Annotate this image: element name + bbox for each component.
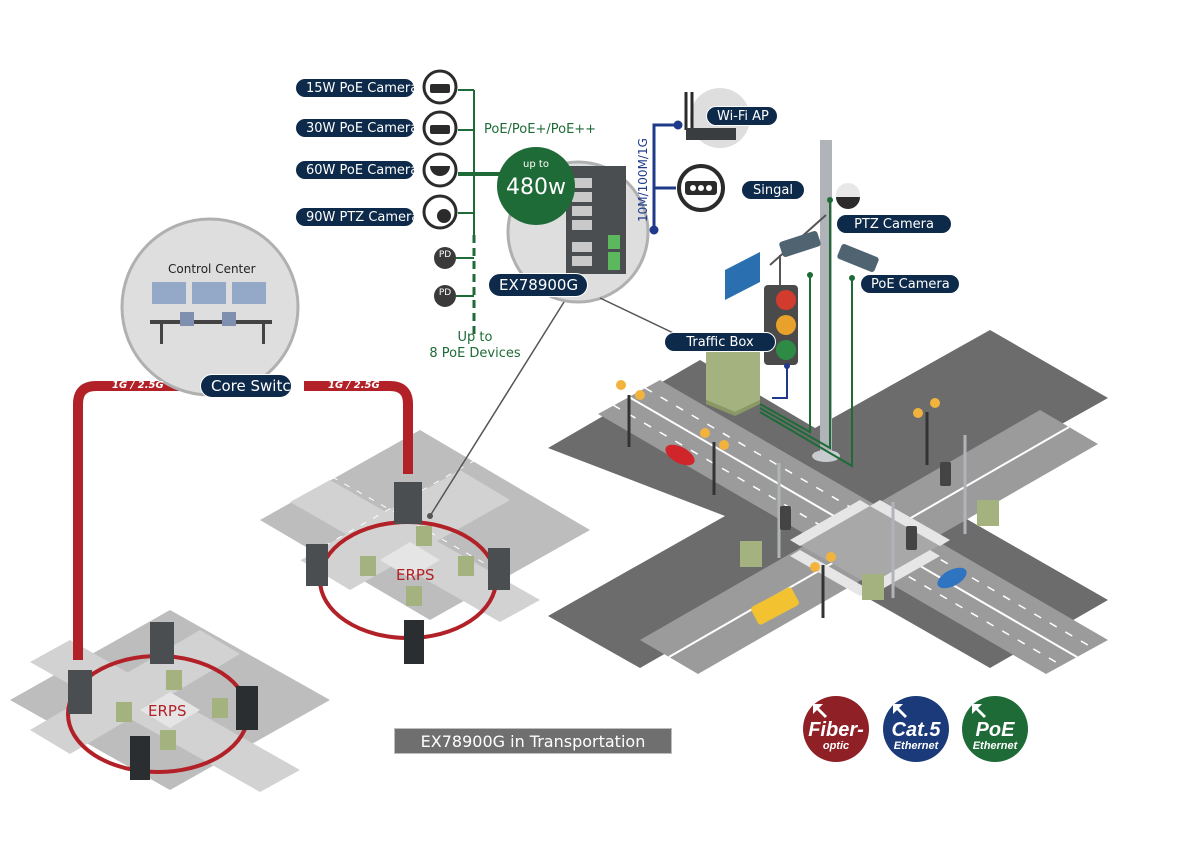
street-lamps	[616, 380, 940, 618]
device-label-60w-camera: 60W PoE Camera	[295, 160, 418, 180]
pd-node-icon	[434, 285, 456, 307]
legend-line2: optic	[822, 740, 850, 752]
main-intersection	[548, 330, 1108, 674]
pd-label: PD	[438, 288, 452, 298]
device-label-signal: Singal	[741, 180, 805, 200]
bullet-camera-icon	[422, 69, 458, 105]
small-traffic-lights	[777, 435, 967, 598]
traffic-signal-icon	[677, 164, 725, 212]
poe-devices-note-line2: 8 PoE Devices	[429, 346, 521, 361]
erps-ring-2-label: ERPS	[148, 702, 187, 720]
arrow-up-left-icon	[972, 704, 986, 718]
power-budget-value: 480w	[506, 175, 566, 200]
bullet-camera-icon	[422, 110, 458, 146]
poe-devices-note-line1: Up to	[457, 330, 493, 345]
device-label-15w-camera: 15W PoE Camera	[295, 78, 418, 98]
erps-ring-1-label: ERPS	[396, 566, 435, 584]
fiber-uplinks	[73, 381, 413, 660]
legend-line1: PoE	[975, 719, 1015, 741]
traffic-light-large	[764, 255, 798, 365]
small-traffic-boxes	[740, 500, 999, 600]
uplink-speed-left: 1G / 2.5G	[112, 380, 164, 391]
control-center-circle	[120, 217, 300, 397]
street-cabling	[759, 197, 855, 468]
device-label-traffic-box: Traffic Box	[664, 332, 776, 352]
legend-line1: Fiber-	[808, 719, 864, 741]
core-switch-label: Core Switch	[200, 374, 300, 398]
device-label-poe-camera: PoE Camera	[860, 274, 960, 294]
legend-line2: Ethernet	[893, 740, 939, 752]
power-budget-badge: up to 480w	[497, 147, 575, 225]
uplink-speed-right: 1G / 2.5G	[328, 380, 380, 391]
poe-standard-label: PoE/PoE+/PoE++	[484, 122, 597, 137]
traffic-box	[706, 342, 760, 416]
legend-line2: Ethernet	[972, 740, 1018, 752]
device-label-ptz-camera: PTZ Camera	[836, 214, 952, 234]
ring-intersection-2	[10, 610, 330, 792]
arrow-up-left-icon	[813, 704, 827, 718]
legend-cat5-ethernet: Cat.5 Ethernet	[883, 696, 949, 762]
pd-node-icon	[434, 247, 456, 269]
ethernet-bus	[649, 120, 683, 235]
ring-2-switches	[68, 622, 258, 780]
control-center-title: Control Center	[168, 262, 256, 276]
product-label: EX78900G	[488, 273, 588, 297]
ethernet-speed-label: 10M/100M/1G	[636, 138, 650, 222]
device-label-wifi-ap: Wi-Fi AP	[706, 106, 778, 126]
device-label-30w-camera: 30W PoE Camera	[295, 118, 418, 138]
legend-poe-ethernet: PoE Ethernet	[962, 696, 1028, 762]
legend-fiber-optic: Fiber- optic	[803, 696, 869, 762]
pd-label: PD	[438, 250, 452, 260]
poe-bus	[456, 89, 500, 335]
device-label-90w-ptz-camera: 90W PTZ Camera	[295, 207, 419, 227]
power-budget-prefix: up to	[523, 159, 549, 170]
vehicles	[665, 444, 967, 625]
dome-camera-icon	[422, 152, 458, 188]
legend-line1: Cat.5	[891, 719, 941, 741]
ring-1-switches	[306, 482, 510, 664]
arrow-up-left-icon	[893, 704, 907, 718]
diagram-title: EX78900G in Transportation	[394, 728, 672, 754]
ptz-camera-icon	[422, 194, 458, 230]
